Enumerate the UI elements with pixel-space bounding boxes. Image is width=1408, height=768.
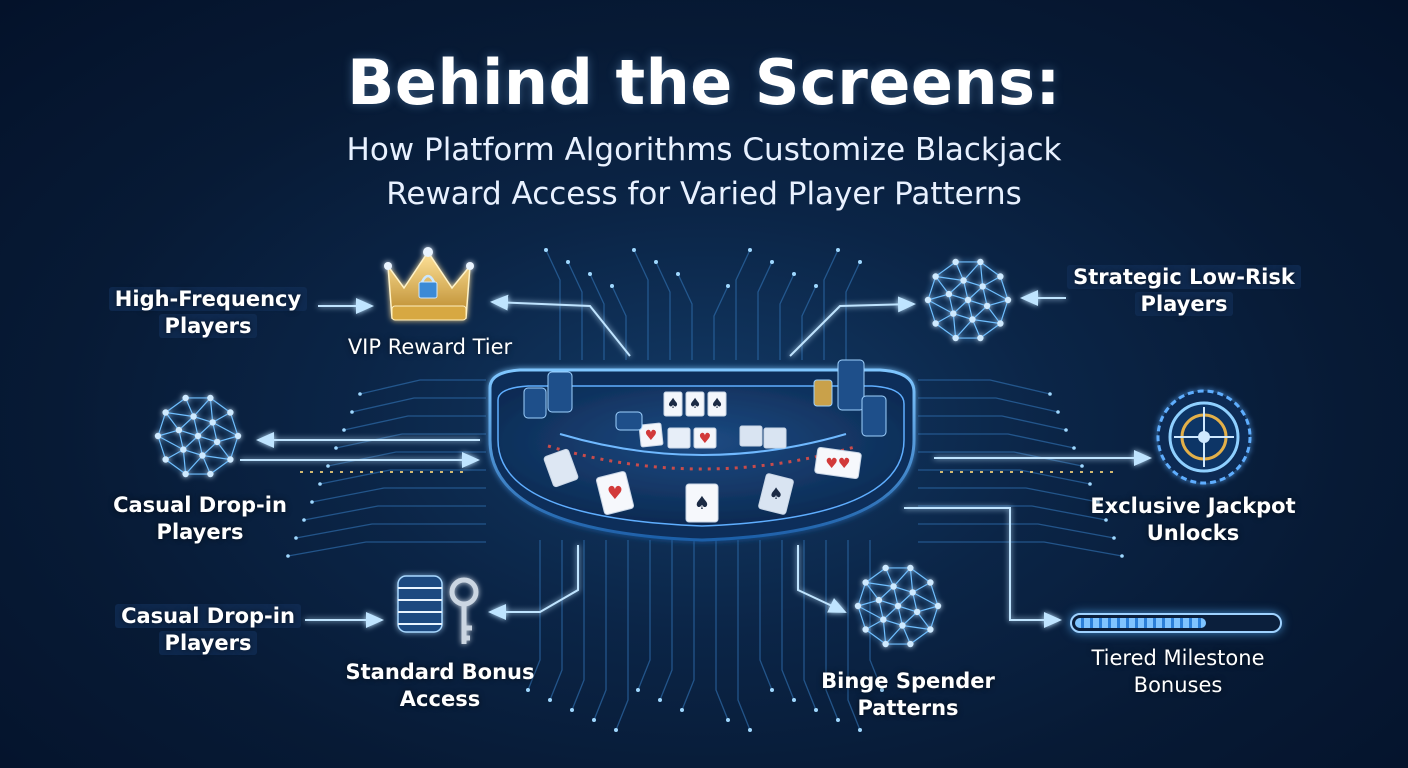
card-pips: ♠ ♠ ♠ ♥ ♥ ♥ ♠ ♠ ♥♥ (607, 396, 851, 514)
page-title: Behind the Screens: (347, 46, 1061, 119)
progress-bar-fill (1075, 618, 1207, 628)
arrow-table-to-milestone (904, 507, 1062, 628)
dial-icon (1156, 389, 1252, 485)
playing-cards (543, 391, 862, 523)
arrow-table-to-binge (797, 545, 847, 613)
svg-text:♠: ♠ (769, 484, 783, 503)
chip-key-icon (397, 575, 479, 644)
label-high-frequency-players: High-Frequency Players (96, 286, 320, 340)
svg-text:♥: ♥ (699, 431, 712, 447)
crown-lock-icon (384, 247, 474, 321)
label-standard-bonus-access: Standard Bonus Access (345, 660, 535, 711)
subtitle-line-2: Reward Access for Varied Player Patterns (386, 176, 1022, 212)
svg-text:♠: ♠ (694, 493, 710, 514)
label-casual-drop-in-players-mid: Casual Drop-in Players (113, 493, 287, 544)
svg-text:♠: ♠ (711, 396, 724, 412)
page-subtitle: How Platform Algorithms Customize Blackj… (0, 128, 1408, 216)
label-casual-drop-in-players-low: Casual Drop-in Players (106, 603, 310, 657)
arrow-table-to-standard (488, 545, 579, 620)
label-exclusive-jackpot-unlocks: Exclusive Jackpot Unlocks (1090, 494, 1296, 545)
label-strategic-low-risk-players: Strategic Low-Risk Players (1060, 264, 1308, 318)
label-binge-spender-patterns: Binge Spender Patterns (821, 669, 995, 720)
chip-stacks (523, 359, 887, 437)
progress-bar-icon (1070, 613, 1282, 633)
arrow-table-to-vip (490, 294, 631, 357)
subtitle-line-1: How Platform Algorithms Customize Blackj… (346, 132, 1062, 168)
label-vip-reward-tier: VIP Reward Tier (347, 335, 513, 359)
network-icon-casual (154, 394, 242, 478)
svg-text:♠: ♠ (667, 396, 680, 412)
svg-text:♠: ♠ (689, 396, 702, 412)
label-tiered-milestone-bonuses: Tiered Milestone Bonuses (1091, 646, 1265, 697)
svg-text:♥: ♥ (607, 483, 623, 504)
circuit-nodes (286, 248, 1124, 732)
arrow-table-to-strategic (789, 296, 916, 357)
network-icon-strategic (924, 258, 1012, 342)
svg-text:♥♥: ♥♥ (825, 456, 850, 472)
svg-text:♥: ♥ (645, 428, 658, 444)
network-icon-binge (854, 564, 942, 648)
